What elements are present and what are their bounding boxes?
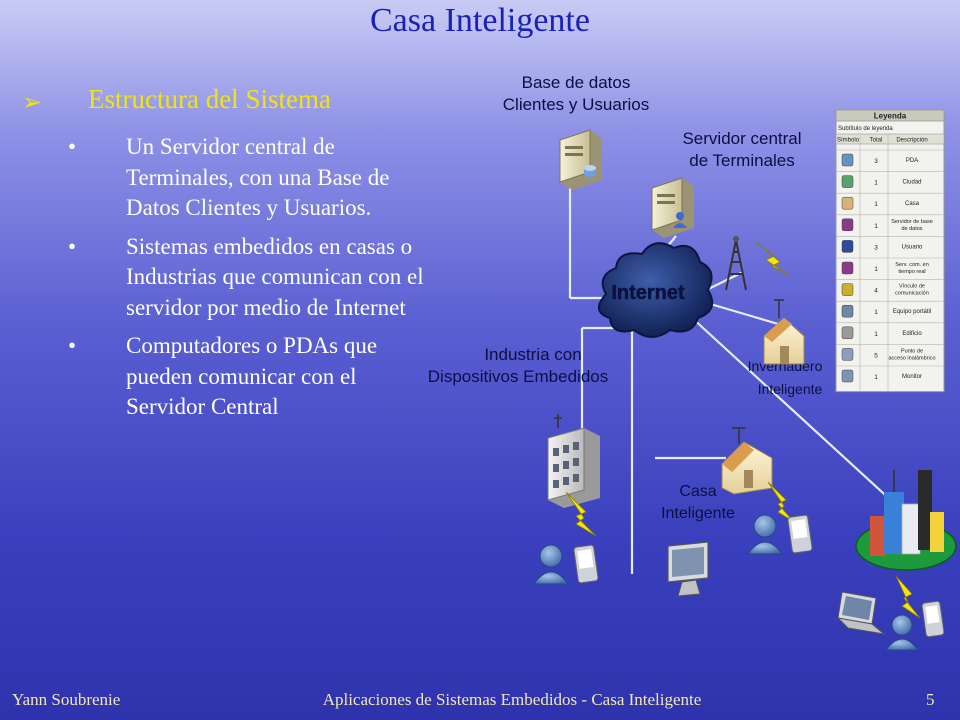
network-diagram: Base de datos Clientes y Usuarios Servid… (428, 73, 957, 651)
city-icon (855, 470, 957, 571)
wireless-signal-icon (895, 575, 921, 619)
legend-header-symbol: Símbolo (837, 138, 860, 144)
monitor-icon (667, 541, 709, 597)
legend-row-total: 3 (874, 244, 878, 251)
bullet-item: • Un Servidor central de Terminales, con… (22, 132, 442, 224)
legend-row-description: Usuario (902, 244, 923, 250)
laptop-icon (841, 304, 854, 318)
database-server-icon (841, 218, 854, 232)
access-point-icon (841, 348, 854, 361)
monitor-icon (841, 369, 854, 383)
internet-label: Internet (611, 282, 685, 304)
legend-row-description: Equipo portátil (893, 309, 931, 315)
label-industry-2: Dispositivos Embedidos (428, 367, 608, 386)
link-city (689, 315, 896, 505)
page-number: 5 (926, 690, 935, 709)
bullet-item: • Computadores o PDAs que pueden comunic… (22, 331, 442, 423)
arrow-bullet-icon: ➢ (22, 90, 43, 116)
pda-icon (573, 544, 599, 584)
label-greenhouse-2: Inteligente (758, 381, 823, 397)
laptop-icon (836, 591, 886, 635)
wireless-signal-icon (755, 241, 791, 277)
pda-icon (787, 514, 813, 554)
legend-row-description: Ciudad (902, 180, 921, 186)
legend-row-description: acceso inalámbrico (888, 355, 935, 361)
smart-house-icon (721, 427, 773, 495)
central-server-icon (651, 177, 694, 238)
footer-course: Aplicaciones de Sistemas Embedidos - Cas… (322, 690, 702, 709)
footer-author: Yann Soubrenie (12, 690, 121, 709)
legend-row-total: 1 (874, 201, 878, 208)
label-server-2: de Terminales (689, 151, 795, 170)
slide-title: Casa Inteligente (370, 2, 590, 39)
wireless-signal-icon (767, 481, 795, 523)
legend-row-total: 1 (874, 266, 878, 273)
legend-row-description: Serv. com. en (895, 262, 929, 268)
legend-row-description: PDA (906, 158, 918, 164)
database-server-icon (559, 129, 602, 190)
pda-icon (841, 153, 854, 167)
user-icon (747, 514, 783, 555)
legend-title-bar (835, 109, 945, 122)
user-icon (841, 240, 854, 253)
radio-tower-icon (725, 236, 747, 291)
bullet-dot-icon: • (68, 333, 77, 358)
user-icon (885, 614, 919, 651)
greenhouse-icon (763, 299, 805, 365)
realtime-server-icon (841, 261, 854, 275)
legend-row-description: Edificio (902, 331, 922, 337)
legend-row-total: 1 (874, 331, 878, 338)
link-icon (841, 283, 854, 296)
building-icon (841, 326, 854, 340)
legend-row-total: 3 (874, 158, 878, 165)
legend-row-description: Monitor (902, 374, 922, 380)
bullet-text: Computadores o PDAs que pueden comunicar… (126, 333, 378, 419)
label-house: Casa (679, 483, 716, 500)
legend-row-total: 1 (874, 180, 878, 187)
legend-header-description: Descripción (896, 138, 927, 144)
section-heading-text: Estructura del Sistema (88, 84, 331, 114)
user-icon (533, 544, 569, 585)
legend-row-total: 1 (874, 309, 878, 316)
city-icon (841, 175, 854, 188)
bullet-text: Un Servidor central de Terminales, con u… (126, 134, 390, 220)
label-server: Servidor central (682, 129, 801, 148)
legend-row-description: tiempo real (898, 269, 925, 275)
bullet-text: Sistemas embedidos en casas o Industrias… (126, 233, 424, 320)
label-database-2: Clientes y Usuarios (503, 95, 649, 114)
bullet-dot-icon: • (68, 233, 77, 259)
bullet-list: ➢ Estructura del Sistema • Un Servidor c… (22, 84, 442, 423)
legend-row-description: Casa (905, 201, 920, 207)
wireless-signal-icon (565, 491, 597, 537)
bullet-item: • Sistemas embedidos en casas o Industri… (22, 232, 442, 324)
legend-row-total: 1 (874, 374, 878, 381)
legend-row-description: Punto de (901, 348, 923, 354)
legend-row-description: de datos (901, 226, 922, 232)
internet-cloud-icon: Internet (598, 242, 714, 338)
legend-row-description: Servidor de base (891, 219, 933, 225)
label-house-2: Inteligente (661, 505, 735, 522)
house-icon (841, 196, 854, 210)
legend-row-total: 1 (874, 223, 878, 230)
label-industry: Industria con (484, 345, 581, 364)
legend-subtitle: Subtítulo de leyenda (838, 126, 893, 132)
pda-icon (921, 600, 945, 638)
legend-row-total: 4 (874, 288, 878, 295)
legend-row-description: comunicación (895, 291, 929, 297)
legend-header-row (835, 133, 945, 145)
legend-title: Leyenda (874, 112, 907, 121)
legend-row-total: 5 (874, 352, 878, 359)
legend-header-total: Total (870, 138, 883, 144)
label-database: Base de datos (522, 73, 631, 92)
section-heading: ➢ Estructura del Sistema (22, 84, 442, 124)
industry-building-icon (547, 414, 600, 508)
bullet-dot-icon: • (68, 134, 77, 159)
legend-row-description: Vínculo de (899, 284, 925, 290)
